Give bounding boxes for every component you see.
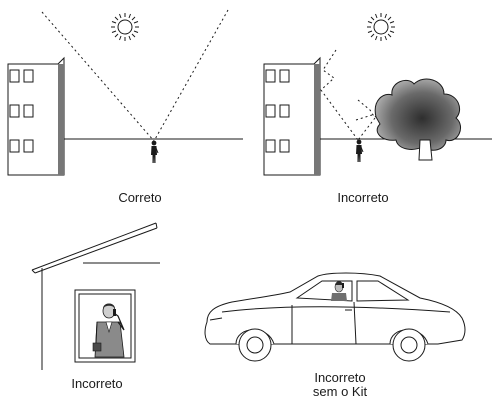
- building-icon: [263, 56, 321, 176]
- tree-icon: [374, 78, 461, 161]
- caption-incorrect-car-line1: Incorreto: [314, 370, 366, 385]
- driver-icon: [331, 281, 347, 301]
- person-icon: [150, 140, 159, 164]
- sun-icon: [366, 12, 396, 42]
- caption-incorrect-indoor: Incorreto: [71, 376, 123, 391]
- signal-lines: [41, 9, 229, 142]
- person-icon: [355, 139, 364, 163]
- caption-incorrect-tree: Incorreto: [337, 190, 389, 205]
- wheel-icon: [238, 328, 426, 362]
- panel-incorrect-car: [204, 272, 466, 362]
- building-icon: [7, 56, 65, 176]
- panel-incorrect-tree: [263, 12, 492, 176]
- panel-incorrect-indoor: [31, 222, 160, 370]
- sun-icon: [110, 12, 140, 42]
- caption-incorrect-car-line2: sem o Kit: [312, 384, 368, 399]
- caption-correct: Correto: [118, 190, 162, 205]
- caption-incorrect-car: Incorreto sem o Kit: [280, 371, 400, 399]
- panel-correct: [7, 9, 243, 176]
- reflected-signal-lines: [320, 49, 389, 141]
- person-icon: [92, 303, 125, 358]
